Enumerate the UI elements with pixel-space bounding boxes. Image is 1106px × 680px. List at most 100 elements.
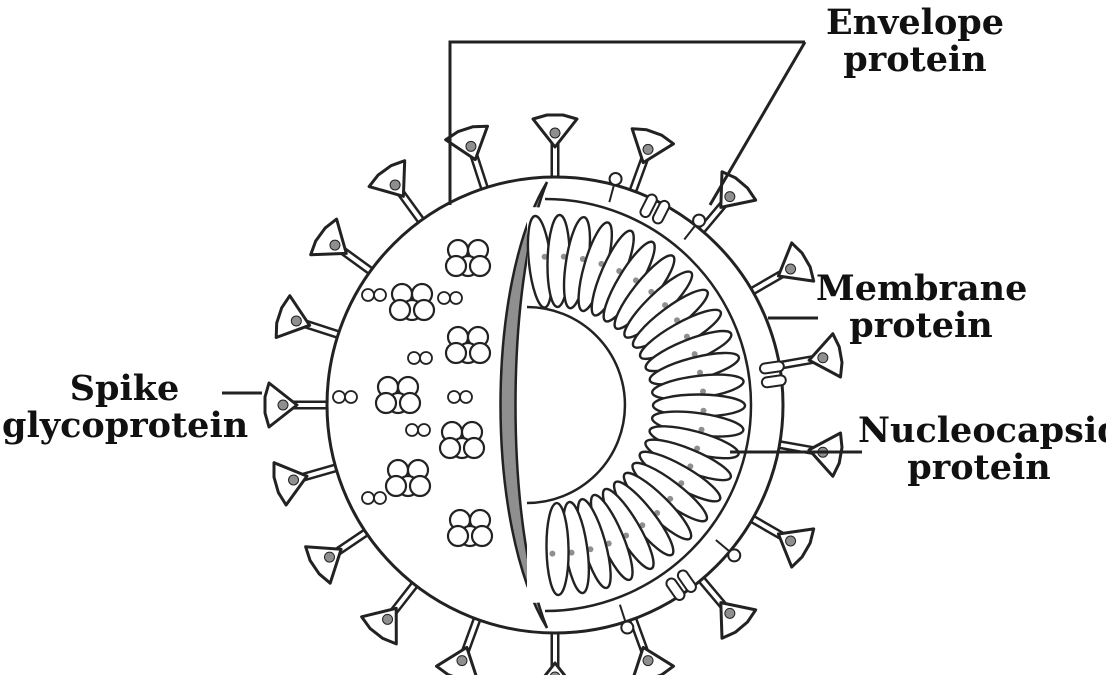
label-spike-glycoprotein: Spike glycoprotein — [2, 370, 247, 444]
pair-dot — [345, 391, 357, 403]
leader-envelope-diag — [710, 42, 805, 205]
spike-head — [632, 129, 673, 163]
pair-dot — [450, 292, 462, 304]
spike-head-shade — [289, 475, 299, 485]
surface-protein-cluster — [390, 284, 434, 320]
spike — [631, 129, 674, 197]
spike-head — [721, 603, 756, 639]
label-spike-line1: Spike — [2, 370, 247, 407]
cluster-lobe — [410, 476, 430, 496]
spike-head-shade — [725, 192, 735, 202]
envelope-protein-head — [693, 215, 705, 227]
spike — [274, 463, 342, 505]
spike — [362, 580, 419, 644]
spike — [698, 575, 756, 638]
spike-head-shade — [725, 608, 735, 618]
leader-envelope-top — [450, 42, 805, 205]
cluster-lobe — [470, 256, 490, 276]
cluster-lobe — [448, 526, 468, 546]
pair-dot — [333, 391, 345, 403]
spike-head — [446, 126, 488, 159]
spike-head — [311, 219, 347, 255]
label-membrane-protein: Membrane protein — [816, 270, 1026, 344]
membrane-protein-pill — [761, 375, 786, 388]
spike — [747, 243, 813, 294]
nucleocapsid-loop — [546, 503, 570, 595]
spike-head — [306, 547, 342, 584]
surface-protein-cluster — [386, 460, 430, 496]
spike — [311, 219, 376, 274]
spike-head — [362, 608, 397, 644]
spike-head-shade — [550, 128, 560, 138]
pair-dot — [406, 424, 418, 436]
surface-protein-cluster — [376, 377, 420, 413]
pair-dot — [460, 391, 472, 403]
cluster-lobe — [472, 526, 492, 546]
spike — [437, 614, 480, 675]
spike-head — [276, 296, 309, 338]
surface-protein-cluster — [446, 240, 490, 276]
cluster-lobe — [386, 476, 406, 496]
cluster-lobe — [440, 438, 460, 458]
spike-head-shade — [457, 656, 467, 666]
spike-head-shade — [643, 656, 653, 666]
spike-head-shade — [643, 144, 653, 154]
pair-dot — [418, 424, 430, 436]
cluster-lobe — [414, 300, 434, 320]
spike-head-shade — [330, 240, 340, 250]
spike — [774, 433, 842, 476]
spike-head-shade — [383, 614, 393, 624]
label-membrane-line2: protein — [816, 307, 1026, 344]
label-envelope-line1: Envelope — [815, 4, 1015, 41]
pair-dot — [408, 352, 420, 364]
envelope-protein-head — [610, 173, 622, 185]
envelope-protein-head — [621, 622, 633, 634]
spike — [276, 296, 344, 338]
pair-dot — [374, 289, 386, 301]
cluster-lobe — [400, 393, 420, 413]
spike-head — [778, 243, 813, 281]
spike — [306, 529, 371, 583]
spike — [446, 126, 488, 194]
surface-protein-cluster — [448, 510, 492, 546]
pair-dot — [362, 289, 374, 301]
spike — [265, 383, 333, 427]
spike-head-shade — [325, 552, 335, 562]
spike-head-shade — [466, 141, 476, 151]
surface-protein-cluster — [446, 327, 490, 363]
cluster-lobe — [470, 343, 490, 363]
pair-dot — [362, 492, 374, 504]
spike — [533, 115, 577, 183]
cluster-lobe — [446, 256, 466, 276]
pair-dot — [438, 292, 450, 304]
label-nucleocapsid-line1: Nucleocapsid — [858, 412, 1100, 449]
cluster-lobe — [464, 438, 484, 458]
surface-protein-cluster — [440, 422, 484, 458]
spike-head-shade — [291, 316, 301, 326]
label-envelope-protein: Envelope protein — [815, 4, 1015, 78]
spike-head-shade — [278, 400, 288, 410]
loop-shade — [549, 551, 555, 557]
spike — [631, 614, 674, 675]
spike-head-shade — [818, 353, 828, 363]
membrane-protein-pill — [759, 361, 784, 374]
label-spike-line2: glycoprotein — [2, 407, 247, 444]
spike — [698, 172, 756, 235]
cluster-lobe — [390, 300, 410, 320]
spike — [747, 516, 813, 567]
pair-dot — [448, 391, 460, 403]
spike-head — [369, 161, 405, 197]
spike-head-shade — [786, 536, 796, 546]
label-membrane-line1: Membrane — [816, 270, 1026, 307]
spike-head-shade — [786, 264, 796, 274]
spike-head-shade — [390, 180, 400, 190]
label-envelope-line2: protein — [815, 41, 1015, 78]
label-nucleocapsid-line2: protein — [858, 449, 1100, 486]
cluster-lobe — [446, 343, 466, 363]
pair-dot — [420, 352, 432, 364]
cluster-lobe — [376, 393, 396, 413]
pair-dot — [374, 492, 386, 504]
spike-head — [778, 529, 813, 567]
label-nucleocapsid-protein: Nucleocapsid protein — [858, 412, 1100, 486]
